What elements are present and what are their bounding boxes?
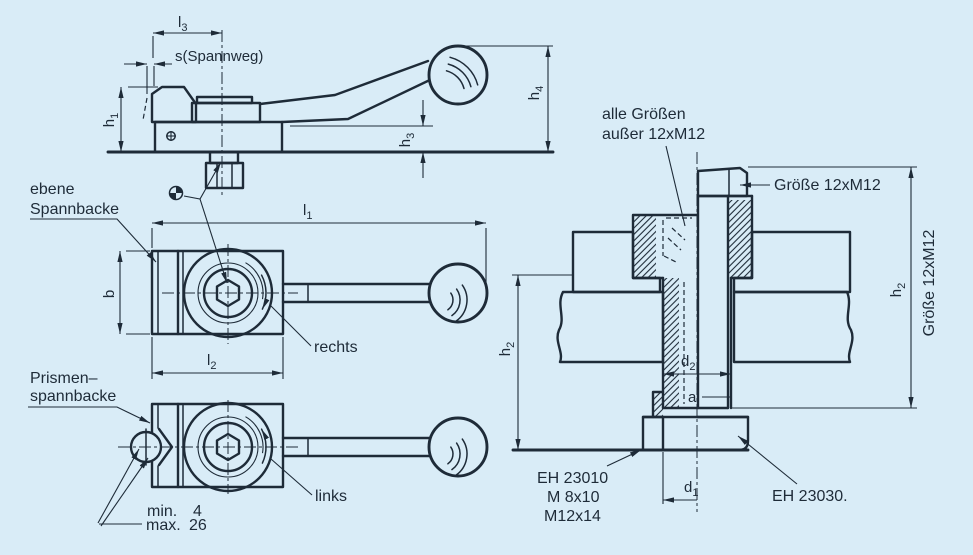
dim-l2-label: l2 (207, 352, 216, 372)
dim-h4-label: h4 (526, 86, 546, 100)
dimension-h1: h1 (101, 86, 158, 152)
dim-h1-label: h1 (101, 113, 121, 127)
note-all-sizes-line1: alle Größen (602, 106, 686, 123)
lever-top-rechts (281, 262, 489, 324)
dimension-a: a (688, 389, 784, 409)
lever-top-links (281, 416, 489, 478)
dimension-h3: h3 (290, 100, 433, 178)
spannweg-label: s(Spannweg) (175, 48, 263, 65)
dim-b-label: b (101, 290, 118, 298)
cam-block (190, 101, 262, 124)
eh23030-label: EH 23030. (772, 488, 848, 505)
dimension-h2-left: h2 (497, 274, 573, 450)
flat-jaw-leader (30, 218, 157, 263)
dim-a-label: a (688, 389, 697, 406)
jaw-travel-dashed-line (142, 97, 148, 121)
lever-ball-side (427, 44, 489, 106)
cam-top-links (118, 400, 298, 494)
dim-h2-right-label: h2 (888, 283, 908, 297)
rotation-arrow-clockwise (260, 274, 270, 310)
flat-jaw-label-line1: ebene (30, 181, 75, 198)
eh23010-label: EH 23010 (537, 470, 608, 487)
cam-top-rechts (162, 244, 298, 344)
clamp-jaw-arm (150, 85, 198, 124)
lower-plate-right (732, 290, 854, 364)
links-label: links (315, 488, 347, 505)
m8x10-label: M 8x10 (547, 489, 600, 506)
hex-head (696, 166, 749, 198)
cam-block-cap (195, 95, 254, 105)
dim-l3-label: l3 (178, 14, 187, 34)
section-view: h2 h2 Größe 12xM12 d2 a d1 alle Größen a… (497, 106, 938, 525)
clamp-nut (641, 415, 750, 452)
rotation-arrow-counterclockwise (260, 428, 270, 464)
dimension-l3: l3 (152, 14, 222, 58)
dimension-l2: l2 (151, 337, 284, 379)
lever-side (258, 59, 436, 124)
min-value: 4 (193, 503, 202, 520)
rechts-leader (270, 305, 312, 347)
flat-jaw-label-line2: Spannbacke (30, 201, 119, 218)
dimension-h2-right: h2 Größe 12xM12 (733, 166, 938, 409)
part-number-eh23030: EH 23030. (737, 435, 848, 505)
part-number-eh23010: EH 23010 M 8x10 M12x14 (537, 449, 642, 525)
links-leader (270, 458, 313, 496)
short-screw-dashed (662, 217, 692, 263)
max-label: max. (146, 517, 181, 534)
dimension-d1: d1 (662, 452, 698, 504)
dim-h3-label: h3 (397, 133, 417, 147)
min-label: min. (147, 503, 177, 520)
prism-jaw-label-line1: Prismen– (30, 370, 98, 387)
prism-jaw-leader (28, 406, 151, 424)
leader-to-nut (183, 161, 222, 200)
dimension-l1: l1 (151, 202, 487, 289)
spindle-position-mark-icon (168, 185, 184, 201)
clamp-stud-and-nut (204, 150, 245, 190)
dimension-b: b (101, 250, 150, 335)
min-max-annotation: min. 4 max. 26 (97, 448, 207, 534)
dim-d1-label: d1 (684, 479, 698, 499)
size-12xM12-label: Größe 12xM12 (774, 177, 881, 194)
top-view-flat-jaw: ebene Spannbacke l1 b (30, 181, 489, 379)
dimension-h4: h4 (462, 45, 553, 152)
prism-jaw-label-line2: spannbacke (30, 388, 116, 405)
clamp-base-plate (153, 120, 284, 154)
dim-h2-left-label: h2 (497, 342, 517, 356)
rechts-label: rechts (314, 339, 358, 356)
size-12xM12-vertical-label: Größe 12xM12 (921, 230, 938, 337)
note-all-sizes-leader (665, 145, 686, 227)
base-position-mark-icon (166, 131, 176, 141)
lower-plate-left (556, 290, 665, 364)
dimension-d2: d2 (663, 353, 731, 377)
m12x14-label: M12x14 (544, 508, 601, 525)
dim-d2-label: d2 (681, 353, 695, 373)
side-view: l3 s(Spannweg) h1 h3 h4 (101, 14, 555, 284)
top-view-prism-jaw: Prismen– spannbacke links min. 4 max. 26 (28, 370, 489, 534)
hex-socket (215, 278, 241, 308)
max-value: 26 (189, 517, 207, 534)
note-all-sizes-line2: außer 12xM12 (602, 126, 705, 143)
dim-l1-label: l1 (303, 202, 312, 222)
dimension-s-spannweg: s(Spannweg) (124, 48, 263, 94)
